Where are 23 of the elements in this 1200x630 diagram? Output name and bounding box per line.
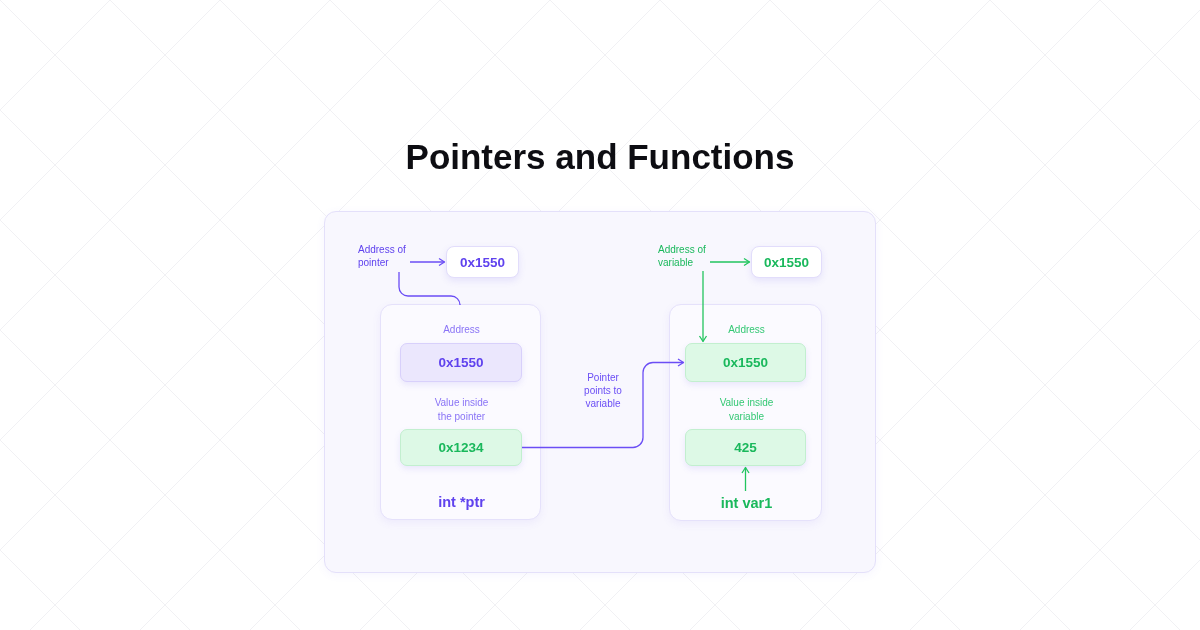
arrow bbox=[409, 257, 446, 267]
field-label: Address bbox=[443, 323, 480, 337]
value-box: 0x1550 bbox=[685, 343, 806, 382]
value-box: 425 bbox=[685, 429, 806, 466]
address-box: 0x1550 bbox=[446, 246, 519, 278]
value-box: 0x1550 bbox=[400, 343, 522, 382]
arrow bbox=[698, 270, 708, 343]
connector-line bbox=[398, 271, 461, 306]
annotation-text: Address of pointer bbox=[358, 243, 410, 269]
field-label: Address bbox=[728, 323, 765, 337]
arrow bbox=[521, 358, 685, 449]
variable-declaration: int var1 bbox=[706, 494, 787, 514]
value-box: 0x1234 bbox=[400, 429, 522, 466]
annotation-text: Address of variable bbox=[658, 243, 710, 269]
arrow bbox=[709, 257, 751, 267]
variable-card bbox=[669, 304, 822, 521]
arrow bbox=[741, 466, 750, 492]
field-label: Value inside variable bbox=[718, 396, 775, 424]
address-box: 0x1550 bbox=[751, 246, 822, 278]
diagram-title: Pointers and Functions bbox=[404, 136, 796, 178]
field-label: Value inside the pointer bbox=[433, 396, 490, 424]
variable-declaration: int *ptr bbox=[438, 493, 485, 511]
variable-card bbox=[380, 304, 541, 520]
